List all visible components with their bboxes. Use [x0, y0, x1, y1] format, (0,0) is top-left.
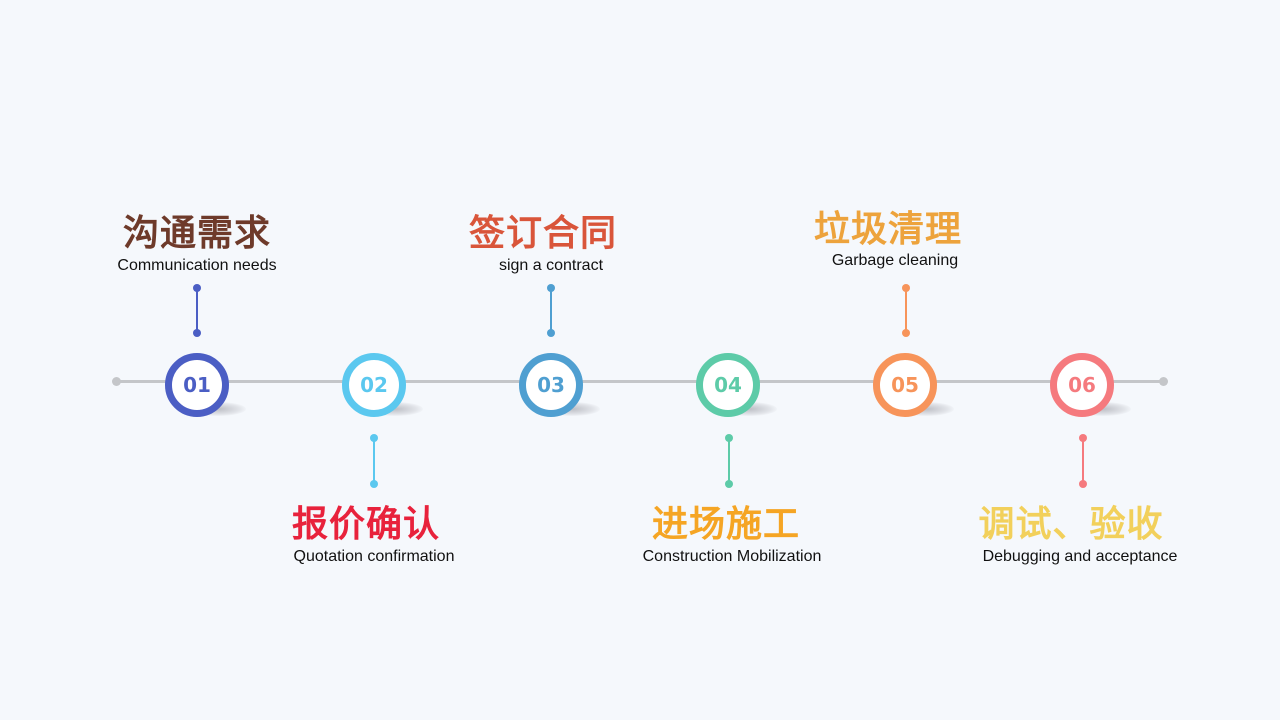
step-title: 进场施工	[651, 504, 800, 545]
step-subtitle: Debugging and acceptance	[982, 548, 1178, 565]
connector-dot	[725, 480, 733, 488]
connector-dot	[902, 284, 910, 292]
step-title: 垃圾清理	[813, 209, 962, 250]
step-node-01: 01	[165, 353, 229, 417]
step-subtitle: Construction Mobilization	[642, 548, 822, 565]
step-node-06: 06	[1050, 353, 1114, 417]
step-connector	[550, 288, 552, 333]
step-connector	[373, 438, 375, 484]
step-node-05: 05	[873, 353, 937, 417]
step-title: 调试、验收	[978, 504, 1164, 545]
step-title: 报价确认	[291, 504, 440, 545]
step-number: 04	[714, 373, 742, 397]
timeline-start-dot	[112, 377, 121, 386]
step-connector	[905, 288, 907, 333]
connector-dot	[370, 480, 378, 488]
step-subtitle: Communication needs	[117, 257, 277, 274]
connector-dot	[902, 329, 910, 337]
step-node-02: 02	[342, 353, 406, 417]
connector-dot	[547, 329, 555, 337]
step-subtitle: Garbage cleaning	[831, 252, 959, 269]
connector-dot	[193, 329, 201, 337]
step-number: 05	[891, 373, 919, 397]
step-connector	[1082, 438, 1084, 484]
connector-dot	[547, 284, 555, 292]
step-number: 03	[537, 373, 565, 397]
step-number: 02	[360, 373, 388, 397]
step-node-04: 04	[696, 353, 760, 417]
connector-dot	[1079, 434, 1087, 442]
step-title: 沟通需求	[122, 213, 271, 254]
step-number: 01	[183, 373, 211, 397]
connector-dot	[193, 284, 201, 292]
timeline-axis	[116, 380, 1164, 383]
step-connector	[196, 288, 198, 333]
connector-dot	[1079, 480, 1087, 488]
step-connector	[728, 438, 730, 484]
step-title: 签订合同	[468, 213, 617, 254]
step-subtitle: sign a contract	[498, 257, 604, 274]
step-node-03: 03	[519, 353, 583, 417]
connector-dot	[370, 434, 378, 442]
timeline-end-dot	[1159, 377, 1168, 386]
connector-dot	[725, 434, 733, 442]
step-number: 06	[1068, 373, 1096, 397]
step-subtitle: Quotation confirmation	[293, 548, 455, 565]
